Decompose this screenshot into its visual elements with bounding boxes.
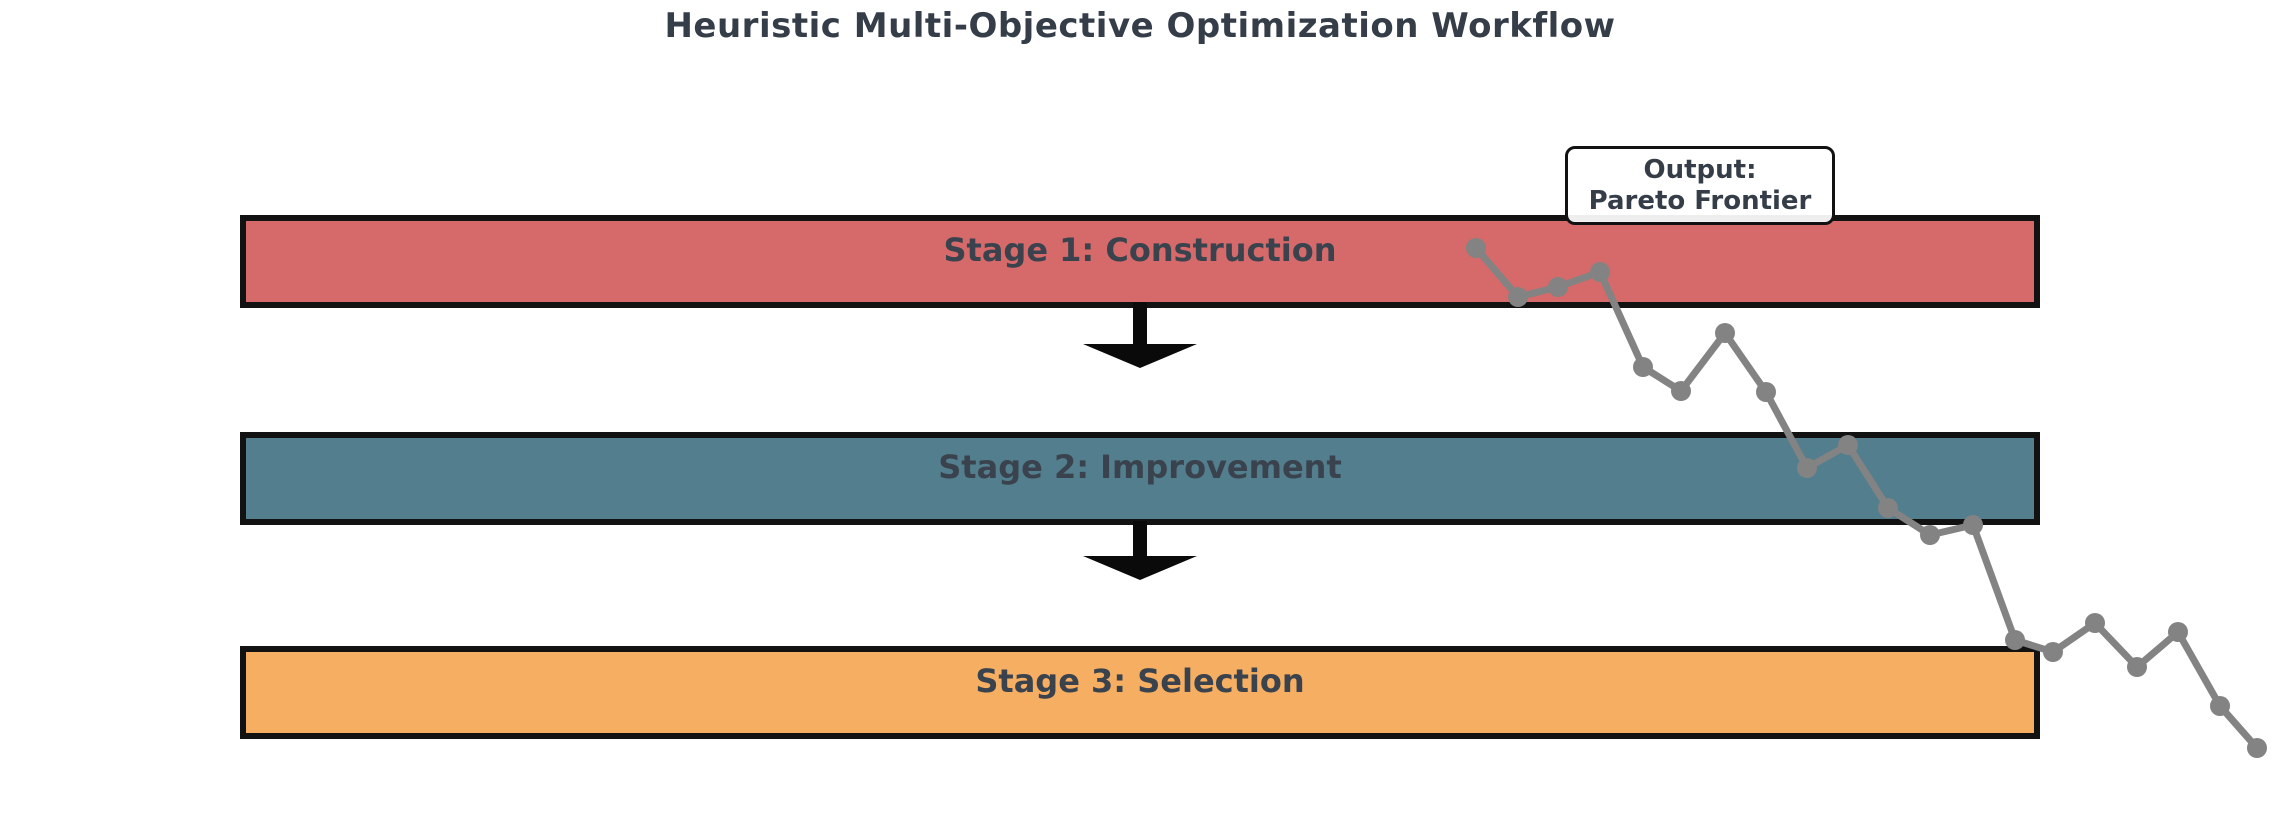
arrow-head: [1083, 556, 1197, 580]
stage-1-construction-bar: Stage 1: Construction: [240, 215, 2040, 308]
arrow-down-icon: [1083, 302, 1197, 368]
arrow-shaft: [1133, 302, 1147, 348]
arrow-down-icon: [1083, 521, 1197, 581]
stage-1-label: Stage 1: Construction: [943, 230, 1337, 269]
stage-3-label: Stage 3: Selection: [975, 661, 1305, 700]
page-title: Heuristic Multi-Objective Optimization W…: [664, 6, 1616, 46]
callout-line-1: Output:: [1643, 154, 1757, 185]
callout-line-2: Pareto Frontier: [1588, 185, 1812, 216]
output-pareto-frontier-callout: Output: Pareto Frontier: [1565, 146, 1835, 225]
stage-2-improvement-bar: Stage 2: Improvement: [240, 432, 2040, 525]
arrow-head: [1083, 344, 1197, 368]
stage-2-label: Stage 2: Improvement: [938, 447, 1342, 486]
arrow-shaft: [1133, 521, 1147, 560]
stage-3-selection-bar: Stage 3: Selection: [240, 646, 2040, 739]
